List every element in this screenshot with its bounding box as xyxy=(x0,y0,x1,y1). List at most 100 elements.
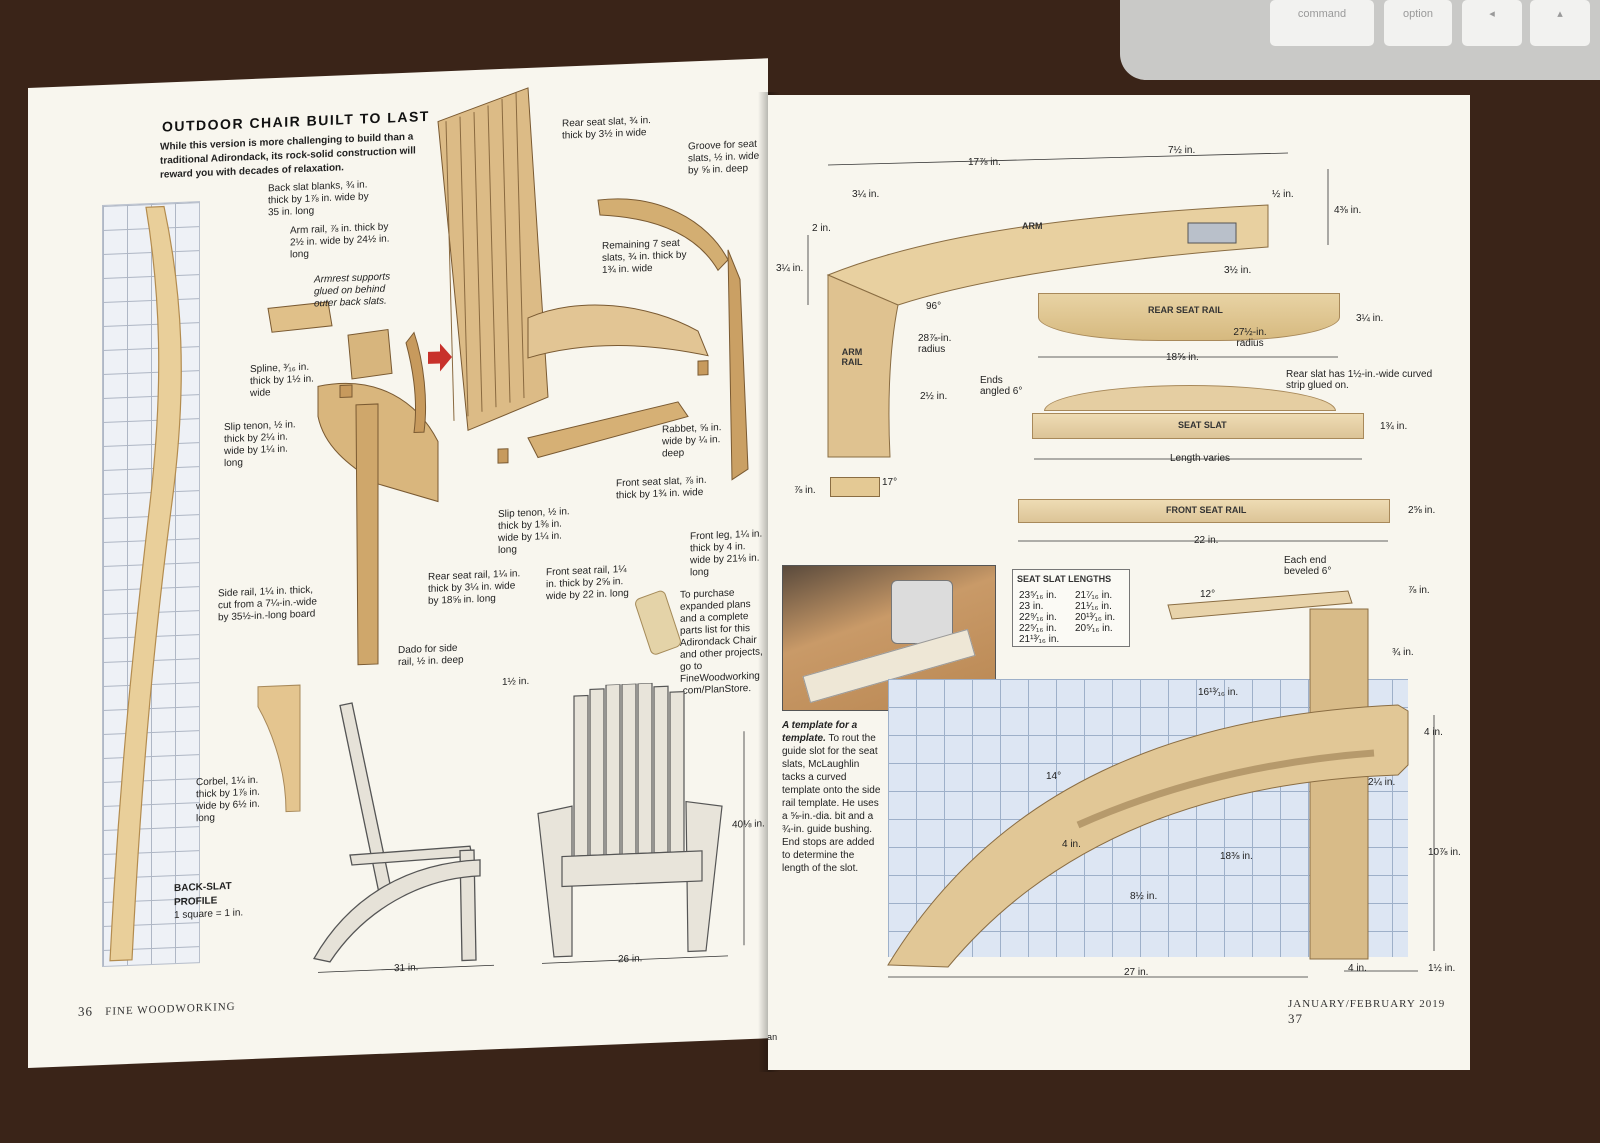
arm-dim-6: 3¼ in. xyxy=(776,263,804,274)
callout-side-rail: Side rail, 1¼ in. thick, cut from a 7¼-i… xyxy=(218,584,317,624)
corbel-drawing xyxy=(257,684,301,813)
side-dim-14: 1½ in. xyxy=(1428,963,1456,974)
keyboard: command option ◂ ▴ xyxy=(1120,0,1600,80)
callout-dado: Dado for side rail, ½ in. deep xyxy=(398,642,464,669)
callout-back-slat-blanks: Back slat blanks, ¾ in. thick by 1⅞ in. … xyxy=(268,179,369,219)
slat-length-2: 23 in. xyxy=(1019,601,1044,612)
side-rail-template-drawing xyxy=(887,590,1409,968)
right-page-number: 37 xyxy=(1288,1011,1303,1026)
seat-slat-length: Length varies xyxy=(1170,453,1231,464)
slat-length-7: 21¹⁄₁₆ in. xyxy=(1075,601,1112,612)
chair-side-view xyxy=(313,702,481,963)
ends-angled-note: Ends angled 6° xyxy=(980,375,1023,397)
side-dim-13: 4 in. xyxy=(1348,963,1367,974)
side-dim-7: 14° xyxy=(1046,771,1062,782)
slat-length-5: 21¹³⁄₁₆ in. xyxy=(1019,634,1060,645)
arm-dim-2: 3¼ in. xyxy=(852,189,880,200)
callout-arm-rail: Arm rail, ⅞ in. thick by 2½ in. wide by … xyxy=(290,221,390,261)
side-dim-3: ¾ in. xyxy=(1392,647,1414,658)
key-left-arrow: ◂ xyxy=(1462,0,1522,46)
callout-spline: Spline, ³⁄₁₆ in. thick by 1½ in. wide xyxy=(250,361,314,400)
rear-seat-rail-radius: 27½-in. radius xyxy=(1233,327,1267,349)
callout-slip-tenon-1: Slip tenon, ½ in. thick by 2¼ in. wide b… xyxy=(224,419,296,470)
seat-slat-label: SEAT SLAT xyxy=(1178,420,1227,430)
profile-title: BACK-SLAT PROFILE xyxy=(174,880,232,909)
callout-armrest-supports: Armrest supports glued on behind outer b… xyxy=(314,271,391,310)
front-seat-rail-length: 22 in. xyxy=(1194,535,1219,546)
slat-lengths-col1: 23⁵⁄₁₆ in. 23 in. 22⁹⁄₁₆ in. 22⁵⁄₁₆ in. … xyxy=(1019,590,1059,645)
side-dim-6: 2¼ in. xyxy=(1368,777,1396,788)
slat-length-9: 20⁵⁄₁₆ in. xyxy=(1075,623,1113,634)
magazine-title: FINE WOODWORKING xyxy=(105,1000,236,1018)
front-seat-rail-label: FRONT SEAT RAIL xyxy=(1166,505,1247,515)
left-page: OUTDOOR CHAIR BUILT TO LAST While this v… xyxy=(28,58,768,1069)
callout-rear-seat-rail: Rear seat rail, 1¼ in. thick by 3¼ in. w… xyxy=(428,568,521,607)
arm-dim-1: 7½ in. xyxy=(1168,145,1196,156)
arm-dim-3: ½ in. xyxy=(1272,189,1294,200)
exploded-chair-illustration xyxy=(267,87,749,666)
side-dim-0: Each end beveled 6° xyxy=(1284,555,1332,577)
dimension-lines-left xyxy=(318,731,745,973)
arm-dim-0: 17⅞ in. xyxy=(968,157,1001,168)
back-slat-profile-drawing xyxy=(109,205,182,962)
callout-front-seat-rail: Front seat rail, 1¼ in. thick by 2⅝ in. … xyxy=(546,563,629,603)
side-dim-10: 10⅞ in. xyxy=(1428,847,1461,858)
rear-seat-rail-height: 3¼ in. xyxy=(1356,313,1384,324)
router-body xyxy=(891,580,953,644)
slat-length-3: 22⁹⁄₁₆ in. xyxy=(1019,612,1057,623)
arm-dim-8: 96° xyxy=(926,301,942,312)
label-arm-rail: ARM RAIL xyxy=(841,347,863,367)
arm-dim-11: ⅞ in. xyxy=(794,485,816,496)
arm-joint-drawing xyxy=(826,204,1269,458)
profile-scale: 1 square = 1 in. xyxy=(174,907,244,922)
arm-dim-7: 3½ in. xyxy=(1224,265,1252,276)
callout-rabbet: Rabbet, ⅝ in. wide by ¼ in. deep xyxy=(662,422,722,460)
seat-slat-drawing xyxy=(1032,413,1364,439)
callout-slip-tenon-2: Slip tenon, ½ in. thick by 1⅜ in. wide b… xyxy=(498,506,570,557)
seat-slat-dim: 1¾ in. xyxy=(1380,421,1408,432)
side-dim-8: 4 in. xyxy=(1062,839,1081,850)
left-folio: 36 FINE WOODWORKING xyxy=(78,998,236,1020)
label-arm: ARM xyxy=(1022,221,1043,231)
chair-front-view xyxy=(537,682,723,958)
slat-length-8: 20¹³⁄₁₆ in. xyxy=(1075,612,1116,623)
key-option: option xyxy=(1384,0,1452,46)
slat-length-4: 22⁵⁄₁₆ in. xyxy=(1019,623,1057,634)
side-dim-9: 18⅜ in. xyxy=(1220,851,1253,862)
side-dim-11: 8½ in. xyxy=(1130,891,1158,902)
rear-seat-rail-label: REAR SEAT RAIL xyxy=(1148,305,1223,315)
callout-groove: Groove for seat slats, ½ in. wide by ⅝ i… xyxy=(688,138,760,177)
slat-lengths-col2: 21⁷⁄₁₆ in. 21¹⁄₁₆ in. 20¹³⁄₁₆ in. 20⁵⁄₁₆… xyxy=(1075,590,1115,634)
right-page: ARM ARM RAIL 17⅞ in. 7½ in. 3¼ in. ½ in.… xyxy=(768,95,1470,1070)
arm-dim-9: 28⅞-in. radius xyxy=(918,333,952,355)
slat-lengths-title: SEAT SLAT LENGTHS xyxy=(1017,574,1112,584)
arm-dim-4: 4⅜ in. xyxy=(1334,205,1362,216)
seat-slat-note: Rear slat has 1½-in.-wide curved strip g… xyxy=(1286,369,1433,391)
photo-credits: Photos: Barry NM Dima; drawings: John Ha… xyxy=(768,1032,778,1042)
left-page-number: 36 xyxy=(78,1003,93,1019)
callout-front-seat-slat: Front seat slat, ⅞ in. thick by 1¾ in. w… xyxy=(616,474,707,502)
slat-length-6: 21⁷⁄₁₆ in. xyxy=(1075,590,1113,601)
front-seat-rail-drawing xyxy=(1018,499,1390,523)
arm-dim-10: 2½ in. xyxy=(920,391,948,402)
arm-dim-5: 2 in. xyxy=(812,223,831,234)
callout-front-leg: Front leg, 1¼ in. thick by 4 in. wide by… xyxy=(690,528,763,579)
rear-seat-rail-drawing xyxy=(1038,293,1340,341)
rear-seat-rail-length: 18⅝ in. xyxy=(1166,352,1199,363)
key-up-down-arrow: ▴ xyxy=(1530,0,1590,46)
seat-slat-lengths-table: SEAT SLAT LENGTHS 23⁵⁄₁₆ in. 23 in. 22⁹⁄… xyxy=(1012,569,1130,647)
photo-caption: A template for a template. To rout the g… xyxy=(782,719,884,875)
callout-remaining-slats: Remaining 7 seat slats, ¾ in. thick by 1… xyxy=(602,237,687,276)
profile-caption: BACK-SLAT PROFILE 1 square = 1 in. xyxy=(174,879,254,922)
issue-date: JANUARY/FEBRUARY 2019 xyxy=(1288,998,1446,1010)
photo-caption-lead: A template for a template. xyxy=(782,720,858,744)
front-seat-rail-dim: 2⅝ in. xyxy=(1408,505,1436,516)
arm-dim-12: 17° xyxy=(882,477,898,488)
side-dim-1: 12° xyxy=(1200,589,1216,600)
key-command: command xyxy=(1270,0,1374,46)
slat-length-1: 23⁵⁄₁₆ in. xyxy=(1019,590,1057,601)
side-dim-12: 27 in. xyxy=(1124,967,1149,978)
photo-caption-text: To rout the guide slot for the seat slat… xyxy=(782,733,881,874)
callout-rear-seat-slat: Rear seat slat, ¾ in. thick by 3½ in wid… xyxy=(562,114,651,142)
side-dim-4: 16¹³⁄₁₆ in. xyxy=(1198,687,1239,698)
